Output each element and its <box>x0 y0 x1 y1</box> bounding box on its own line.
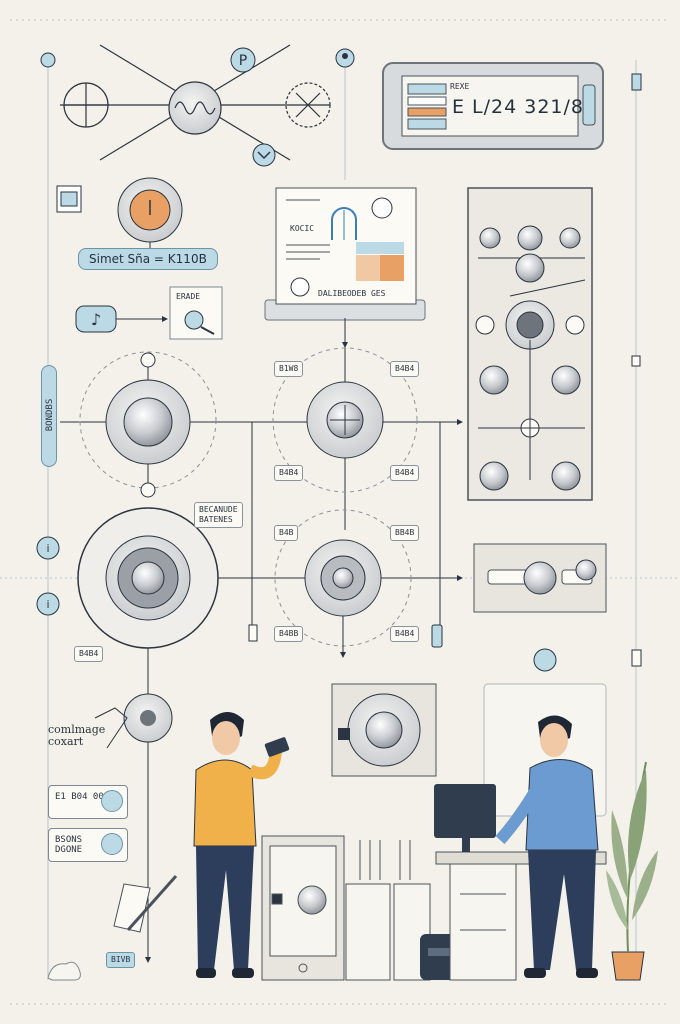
big-dial-label: BECANUDE BATENES <box>194 502 243 528</box>
svg-text:♪: ♪ <box>91 310 101 329</box>
status-card-icon <box>101 833 123 855</box>
search-icon <box>184 310 204 330</box>
status-card-icon <box>101 790 123 812</box>
node-label: BB4B <box>390 525 420 541</box>
status-card[interactable]: BSONS DGONE <box>48 828 128 862</box>
bottom-tag: BIVB <box>106 952 136 968</box>
node-label: B4BB <box>274 626 304 642</box>
left-guide-node <box>40 52 56 68</box>
control-panel <box>467 187 593 501</box>
monitor-icon <box>434 784 496 838</box>
plant-icon <box>606 761 658 981</box>
slider-module[interactable] <box>473 543 607 613</box>
guide-node <box>631 649 642 667</box>
node-label: B4B4 <box>274 465 304 481</box>
guide-node <box>431 624 443 648</box>
knob-center-2[interactable] <box>274 509 412 647</box>
link-icon[interactable] <box>533 648 557 672</box>
doc-title: KOCIC <box>290 224 315 233</box>
node-label: B4B4 <box>390 626 420 642</box>
node-label: B4B4 <box>390 361 420 377</box>
pin-icon[interactable] <box>335 48 355 68</box>
side-tag: BONDBS <box>41 365 57 467</box>
knob-left-1[interactable] <box>105 379 191 465</box>
top-badge-p[interactable]: P <box>230 47 256 73</box>
node-label: B1W8 <box>274 361 304 377</box>
annotation-left: comlmage coxart <box>48 723 106 748</box>
rock-icon <box>47 961 81 981</box>
device-small-label: REXE <box>450 82 470 91</box>
cabinet <box>261 835 431 981</box>
equation-pill: Simet Sña = K110B <box>78 248 218 270</box>
erade-label: ERADE <box>176 292 201 301</box>
big-dial[interactable] <box>77 507 219 649</box>
status-card[interactable]: E1 B04 00 <box>48 785 128 819</box>
guide-node <box>631 355 641 367</box>
node-label: B4B4 <box>390 465 420 481</box>
lens-cross-diagram <box>60 44 331 161</box>
node-label: B4B <box>274 525 299 541</box>
image-icon[interactable] <box>56 185 82 213</box>
arrow-down-icon[interactable] <box>252 143 276 167</box>
info-badge-1[interactable]: i <box>36 536 60 560</box>
status-card-text: BSONS DGONE <box>55 835 83 855</box>
svg-text:P: P <box>239 53 247 69</box>
doc-caption: DALIBEODEB GES <box>318 289 386 298</box>
pencil-icon <box>113 875 178 933</box>
knob-center-1[interactable] <box>306 381 384 459</box>
info-badge-2[interactable]: i <box>36 592 60 616</box>
node-label: B4B4 <box>74 646 104 662</box>
safe-module <box>331 683 437 777</box>
person-with-phone <box>193 712 290 978</box>
device-readout: E L/24 321/8 <box>452 96 585 118</box>
document-panel <box>264 187 426 321</box>
compute-node <box>94 693 173 749</box>
search-tool-card <box>169 286 223 340</box>
guide-node <box>248 624 258 642</box>
guide-node <box>631 73 642 91</box>
music-note-button[interactable]: ♪ <box>75 305 117 333</box>
status-card-text: E1 B04 00 <box>55 792 104 802</box>
person-at-computer <box>495 715 599 978</box>
svg-text:i: i <box>46 598 49 611</box>
display-device <box>382 62 604 150</box>
svg-text:i: i <box>46 542 49 555</box>
orange-gauge <box>117 177 183 243</box>
